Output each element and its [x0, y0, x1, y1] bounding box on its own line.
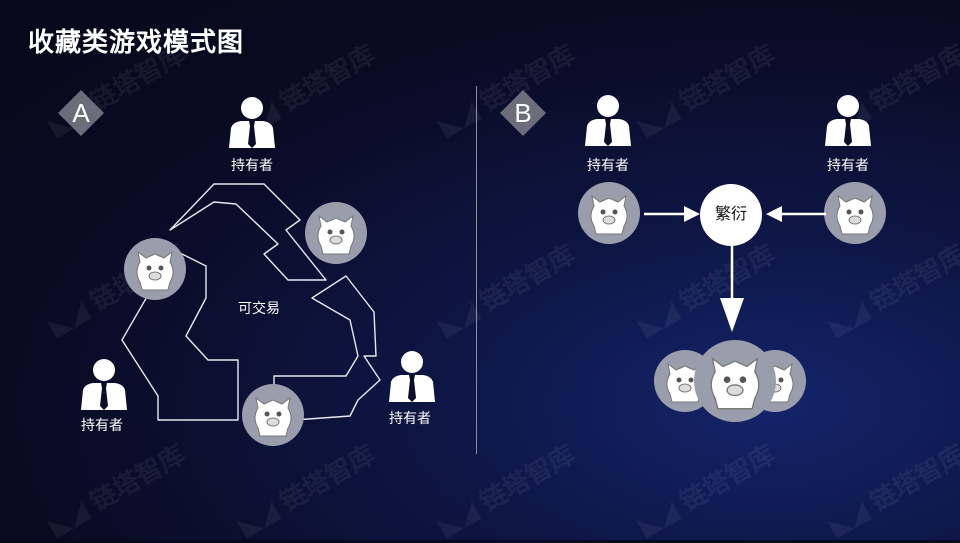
- watermark: ◣◢链塔智库: [433, 238, 581, 341]
- watermark: ◣◢链塔智库: [233, 438, 381, 541]
- cat-token-icon: [694, 340, 776, 422]
- recycle-cycle-diagram: [121, 183, 381, 421]
- watermark: ◣◢链塔智库: [43, 438, 191, 541]
- cat-token-icon: [578, 182, 640, 244]
- cat-token-icon: [305, 202, 367, 264]
- holder-label: 持有者: [81, 417, 123, 433]
- holder-icon: [578, 92, 638, 146]
- watermark: ◣◢链塔智库: [823, 438, 960, 541]
- cat-token-icon: [124, 238, 186, 300]
- panel-divider: [476, 86, 477, 454]
- holder-label: 持有者: [231, 157, 273, 173]
- holder-icon: [382, 348, 442, 402]
- holder-icon: [74, 356, 134, 410]
- watermark: ◣◢链塔智库: [633, 438, 781, 541]
- holder-label: 持有者: [389, 410, 431, 426]
- cat-token-icon: [824, 182, 886, 244]
- badge-b: B: [500, 90, 546, 136]
- tradable-label: 可交易: [238, 300, 280, 316]
- cat-token-icon: [242, 384, 304, 446]
- watermark: ◣◢链塔智库: [823, 238, 960, 341]
- holder-icon: [818, 92, 878, 146]
- watermark: ◣◢链塔智库: [433, 438, 581, 541]
- breeding-arrows: [644, 206, 826, 332]
- page-title: 收藏类游戏模式图: [28, 27, 245, 57]
- watermark: ◣◢链塔智库: [633, 38, 781, 141]
- holder-icon: [222, 94, 282, 148]
- badge-a: A: [58, 90, 104, 136]
- holder-label: 持有者: [827, 157, 869, 173]
- holder-label: 持有者: [587, 157, 629, 173]
- breed-node: 繁衍: [700, 184, 762, 246]
